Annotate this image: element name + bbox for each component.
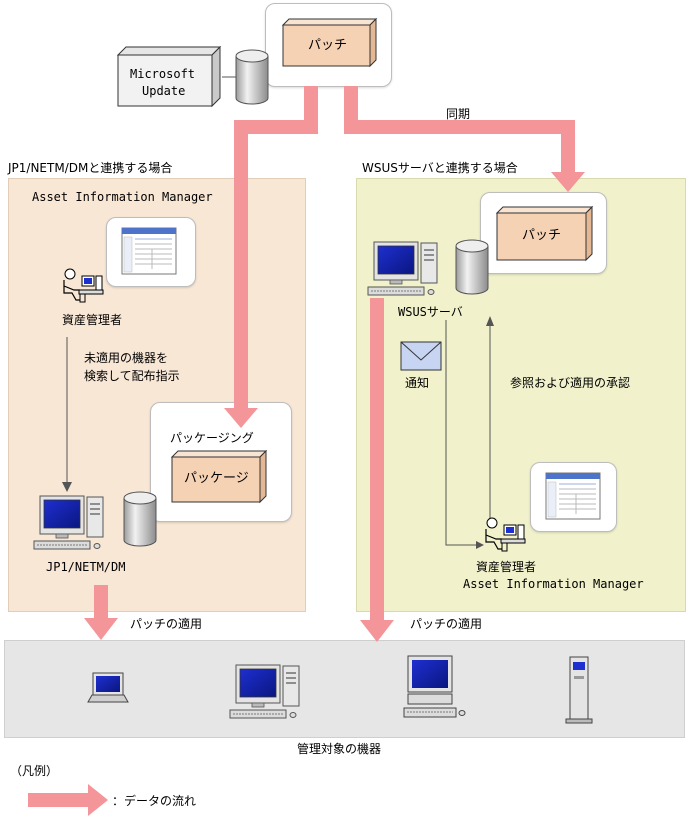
legend-flow-label: ：データの流れ [112, 794, 197, 808]
right-admin-label: 資産管理者 [476, 560, 537, 574]
right-admin-icon [485, 517, 526, 552]
left-panel-title: JP1/NETM/DMと連携する場合 [8, 161, 173, 175]
ms-update-label-line1: Microsoft [130, 67, 196, 81]
left-admin-label: 資産管理者 [62, 313, 123, 327]
right-aim-label: Asset Information Manager [463, 577, 644, 591]
wsus-server-icon [367, 241, 438, 296]
left-admin-icon [63, 268, 104, 303]
netm-server-icon [33, 495, 104, 550]
package-box [170, 449, 268, 504]
managed-devices-label: 管理対象の機器 [297, 742, 382, 756]
packaging-label: パッケージング [170, 431, 254, 445]
package-label: パッケージ [184, 471, 249, 486]
left-apply-label: パッチの適用 [130, 617, 203, 631]
instruction-line2: 検索して配布指示 [84, 369, 180, 383]
right-patch-label: パッチ [522, 228, 562, 243]
right-panel-title: WSUSサーバと連携する場合 [362, 161, 518, 175]
legend-title: （凡例） [10, 764, 59, 778]
kiosk-terminal-icon [565, 656, 593, 724]
ms-update-label-line2: Update [142, 84, 186, 98]
laptop-icon [87, 672, 129, 703]
right-patch-box [495, 205, 594, 262]
sync-label: 同期 [446, 107, 471, 121]
left-aim-label: Asset Information Manager [32, 190, 213, 204]
right-aim-window-icon [545, 472, 601, 520]
netm-db-icon [123, 491, 157, 547]
wsus-db-icon [455, 239, 489, 295]
notify-label: 通知 [405, 376, 430, 390]
wsus-server-label: WSUSサーバ [398, 305, 463, 319]
instruction-line1: 未適用の機器を [84, 351, 169, 365]
ms-update-db-icon [235, 49, 269, 105]
microsoft-update-box [116, 45, 222, 108]
approve-label: 参照および適用の承認 [510, 376, 631, 390]
top-patch-box [281, 17, 378, 68]
right-apply-label: パッチの適用 [410, 617, 483, 631]
managed-desktop-icon [229, 664, 300, 719]
netm-server-label: JP1/NETM/DM [46, 560, 126, 574]
mail-icon [400, 341, 442, 371]
all-in-one-pc-icon [403, 655, 466, 718]
left-aim-window-icon [121, 227, 177, 275]
top-patch-label: パッチ [308, 38, 348, 53]
